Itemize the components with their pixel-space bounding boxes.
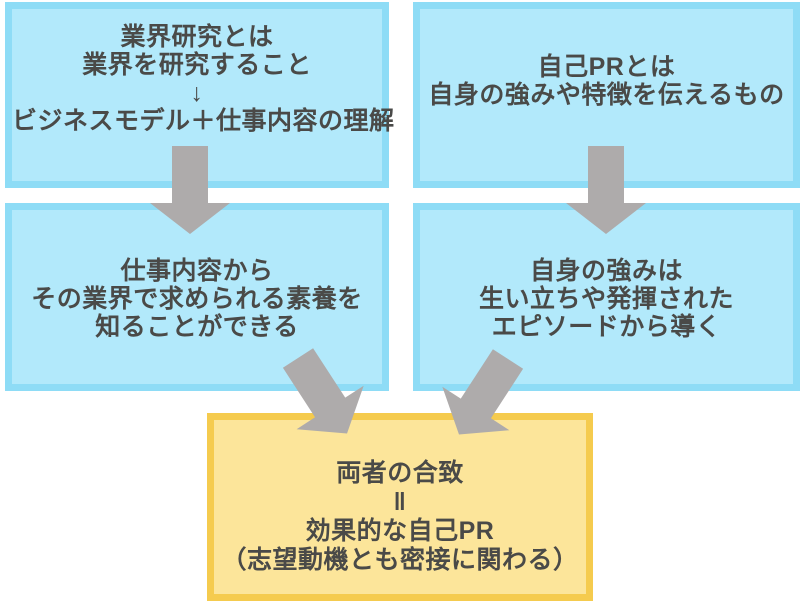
box-line: ビジネスモデル＋仕事内容の理解 [12, 107, 395, 135]
box-industry-research-insight: 仕事内容から その業界で求められる素養を 知ることができる [5, 203, 389, 391]
box-line: 効果的な自己PR [305, 517, 495, 545]
box-line: 両者の合致 [336, 459, 464, 487]
equals-double-bar: ‖ [393, 488, 407, 516]
box-content: 両者の合致 ‖ 効果的な自己PR （志望動機とも密接に関わる） [214, 459, 586, 575]
box-conclusion: 両者の合致 ‖ 効果的な自己PR （志望動機とも密接に関わる） [207, 413, 593, 601]
box-line: 自身の強みは [529, 257, 683, 285]
box-content: 自身の強みは 生い立ちや発揮された エピソードから導く [420, 257, 793, 341]
box-self-pr-definition: 自己PRとは 自身の強みや特徴を伝えるもの [413, 2, 800, 188]
box-content: 自己PRとは 自身の強みや特徴を伝えるもの [420, 53, 793, 109]
box-line: エピソードから導く [491, 313, 722, 341]
down-arrow-glyph: ↓ [190, 79, 204, 107]
box-line: 知ることができる [95, 313, 299, 341]
box-line: 業界研究とは [120, 23, 274, 51]
box-content: 業界研究とは 業界を研究すること ↓ ビジネスモデル＋仕事内容の理解 [12, 23, 395, 135]
box-line: 生い立ちや発揮された [478, 285, 734, 313]
box-line: （志望動機とも密接に関わる） [221, 546, 579, 574]
box-line: 自己PRとは [537, 53, 676, 81]
box-line: 仕事内容から [120, 257, 274, 285]
box-line: その業界で求められる素養を [31, 285, 363, 313]
box-content: 仕事内容から その業界で求められる素養を 知ることができる [12, 257, 382, 341]
box-line: 自身の強みや特徴を伝えるもの [428, 81, 785, 109]
box-industry-research-definition: 業界研究とは 業界を研究すること ↓ ビジネスモデル＋仕事内容の理解 [5, 2, 395, 188]
box-line: 業界を研究すること [82, 51, 312, 79]
box-self-pr-derivation: 自身の強みは 生い立ちや発揮された エピソードから導く [413, 203, 800, 391]
